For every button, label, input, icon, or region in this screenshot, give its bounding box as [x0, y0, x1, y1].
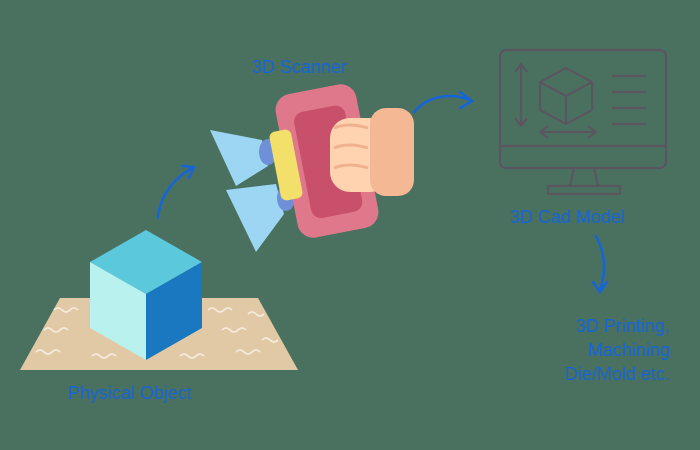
arrow-object-to-scanner — [156, 164, 196, 220]
label-3d-scanner: 3D Scanner — [252, 57, 348, 77]
label-3d-cad-model: 3D Cad Model — [510, 207, 626, 227]
monitor-icon — [498, 48, 668, 196]
use-line-3: Die/Mold etc. — [564, 364, 670, 384]
use-line-1: 3D Printing, — [575, 316, 670, 336]
cube-wireframe-icon — [538, 66, 594, 126]
arrow-scanner-to-cad — [412, 90, 475, 114]
label-downstream-uses: 3D Printing, Machining Die/Mold etc. — [520, 314, 670, 386]
use-line-2: Machining — [587, 340, 670, 360]
hand-icon — [330, 108, 414, 196]
label-physical-object: Physical Object — [68, 383, 193, 403]
arrow-cad-to-uses — [591, 234, 609, 295]
physical-object-cube — [90, 230, 202, 360]
